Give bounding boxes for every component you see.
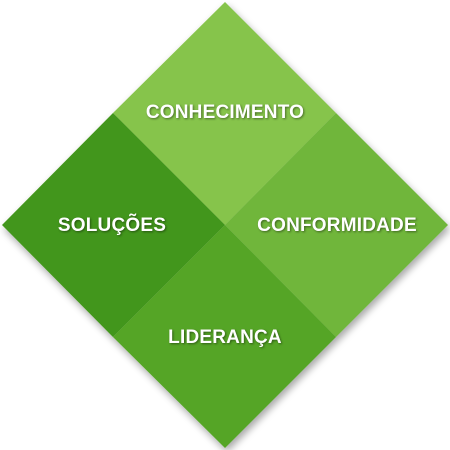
quadrant-bottom-label: LIDERANÇA	[168, 327, 282, 348]
quadrant-right-label: CONFORMIDADE	[257, 215, 417, 236]
quadrant-left	[2, 113, 225, 337]
quadrant-left-label: SOLUÇÕES	[57, 215, 167, 236]
quadrant-right	[225, 113, 448, 337]
quadrant-bottom	[113, 225, 336, 448]
quadrant-top-label: CONHECIMENTO	[145, 102, 305, 123]
quadrant-top	[113, 2, 336, 225]
